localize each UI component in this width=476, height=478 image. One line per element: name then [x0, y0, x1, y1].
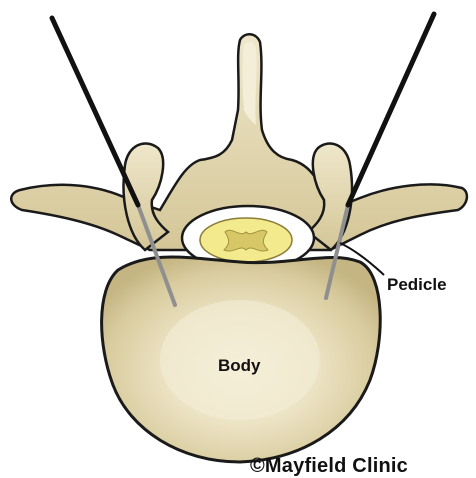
pedicle-label: Pedicle — [387, 275, 447, 295]
copyright-text: ©Mayfield Clinic — [250, 455, 408, 478]
right-probe — [348, 14, 434, 205]
gray-matter — [224, 230, 268, 251]
body-label: Body — [218, 356, 261, 376]
left-probe — [52, 18, 138, 205]
